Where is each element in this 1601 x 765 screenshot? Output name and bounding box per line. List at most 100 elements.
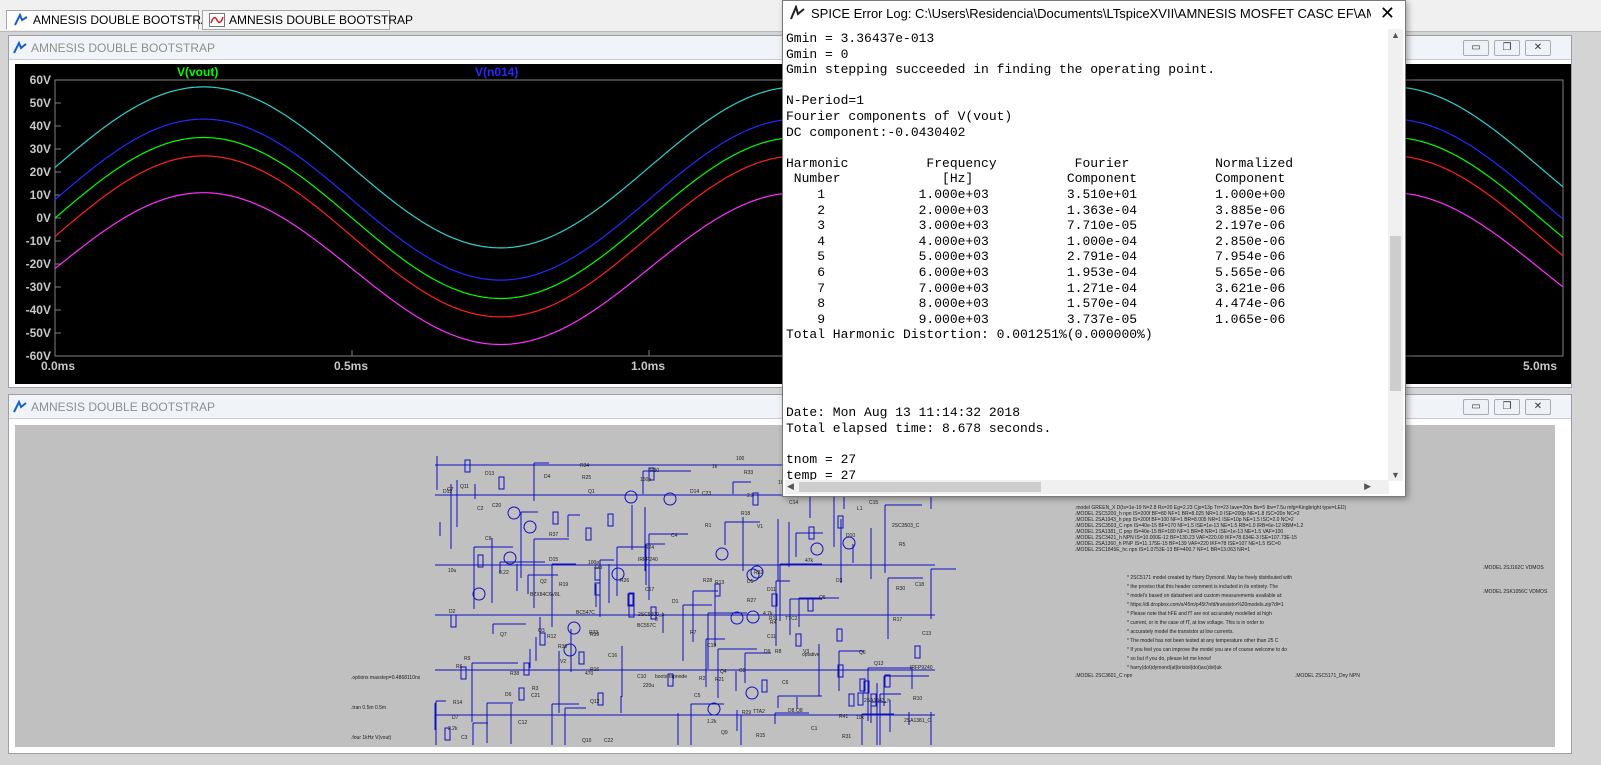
schematic-text[interactable]: D8 xyxy=(788,708,795,714)
schematic-text[interactable]: C15 xyxy=(869,500,879,506)
component-symbol[interactable] xyxy=(650,606,657,620)
transistor-symbol[interactable] xyxy=(842,536,856,550)
component-symbol[interactable] xyxy=(837,515,844,529)
schematic-text[interactable]: * so but if you do, please let me know! xyxy=(1127,656,1212,662)
schematic-text[interactable]: optative xyxy=(802,652,820,658)
schematic-text[interactable]: 100 xyxy=(736,456,745,462)
schematic-text[interactable]: * The model has not been tested at any t… xyxy=(1127,638,1279,644)
schematic-text[interactable]: C21 xyxy=(531,693,541,699)
component-symbol[interactable] xyxy=(870,693,877,707)
schematic-text[interactable]: R9 xyxy=(464,656,471,662)
schematic-text[interactable]: C11 xyxy=(767,634,776,640)
schematic-text[interactable]: R10 xyxy=(913,696,923,702)
schematic-text[interactable]: C14 xyxy=(789,500,799,506)
schematic-text[interactable]: IRFP9240 xyxy=(910,665,933,671)
schematic-text[interactable]: R3 xyxy=(532,686,539,692)
close-button[interactable]: ✕ xyxy=(1525,399,1551,415)
schematic-text[interactable]: C2 xyxy=(477,506,484,512)
component-symbol[interactable] xyxy=(859,678,866,692)
schematic-text[interactable]: R38 xyxy=(510,671,520,677)
schematic-text[interactable]: R1 xyxy=(705,523,712,529)
schematic-text[interactable]: TTC2 xyxy=(785,616,798,622)
component-symbol[interactable] xyxy=(836,628,843,642)
schematic-text[interactable]: 2SC3503_C xyxy=(892,523,920,529)
schematic-text[interactable]: R4 xyxy=(770,620,777,626)
transistor-symbol[interactable] xyxy=(503,551,517,565)
schematic-text[interactable]: Q10 xyxy=(582,738,592,744)
schematic-text[interactable]: 2.2 xyxy=(747,493,754,499)
transistor-symbol[interactable] xyxy=(707,702,721,716)
schematic-text[interactable]: R37 xyxy=(549,532,559,538)
schematic-text[interactable]: R39 xyxy=(590,632,600,638)
schematic-text[interactable]: D6 xyxy=(505,692,512,698)
component-symbol[interactable] xyxy=(914,645,921,659)
transistor-symbol[interactable] xyxy=(611,567,625,581)
schematic-text[interactable]: .MODEL 2SC1845E_hc npn IS=1.0753E-13 BF=… xyxy=(1075,547,1251,553)
schematic-text[interactable]: D4 xyxy=(544,474,551,480)
schematic-text[interactable]: R26 xyxy=(620,578,630,584)
schematic-text[interactable]: bootstrapnode xyxy=(655,674,687,680)
scroll-up-icon[interactable]: ▲ xyxy=(1391,30,1400,40)
component-symbol[interactable] xyxy=(597,692,604,706)
component-symbol[interactable] xyxy=(594,567,601,581)
schematic-text[interactable]: D9 xyxy=(764,649,771,655)
schematic-text[interactable]: Q13 xyxy=(874,661,884,667)
schematic-text[interactable]: Q3 xyxy=(538,628,545,634)
schematic-text[interactable]: Q11 xyxy=(460,484,470,490)
schematic-text[interactable]: V1 xyxy=(757,524,764,530)
schematic-text[interactable]: Q8 xyxy=(796,708,803,714)
schematic-text[interactable]: R20 xyxy=(650,468,660,474)
schematic-text[interactable]: C19 xyxy=(707,643,717,649)
schematic-text[interactable]: .MODEL 2SA1381_C pnp IS=40e-15 BF=180 NF… xyxy=(1075,529,1284,535)
schematic-text[interactable]: R2 xyxy=(699,676,706,682)
schematic-text[interactable]: .four 1kHz V(vout) xyxy=(351,735,392,741)
close-button[interactable]: ✕ xyxy=(1379,3,1395,23)
schematic-text[interactable]: .MODEL 2SK1056C VDMOS xyxy=(1483,589,1548,595)
scroll-left-icon[interactable]: ◀ xyxy=(787,481,794,491)
schematic-text[interactable]: 1.2k xyxy=(707,719,717,725)
schematic-text[interactable]: 2SC5200_h xyxy=(638,612,665,618)
schematic-text[interactable]: R11 xyxy=(769,616,778,622)
schematic-text[interactable]: * Please note that hFE and fT are not ac… xyxy=(1127,611,1272,617)
schematic-text[interactable]: .tran 0.5m 0.5m xyxy=(351,705,387,711)
schematic-text[interactable]: D14 xyxy=(690,489,700,495)
component-symbol[interactable] xyxy=(884,674,891,688)
schematic-text[interactable]: C6 xyxy=(782,680,789,686)
schematic-text[interactable]: C10 xyxy=(637,674,647,680)
schematic-text[interactable]: C5 xyxy=(694,693,701,699)
schematic-text[interactable]: C16 xyxy=(608,653,618,659)
schematic-text[interactable]: D13 xyxy=(485,471,495,477)
component-symbol[interactable] xyxy=(498,476,505,490)
schematic-text[interactable]: D1 xyxy=(672,599,679,605)
schematic-text[interactable]: Q1 xyxy=(588,489,595,495)
schematic-text[interactable]: Q9 xyxy=(721,730,728,736)
schematic-text[interactable]: .MODEL 2SC5171_Dny NPN xyxy=(1295,673,1360,679)
restore-button[interactable]: ❐ xyxy=(1494,399,1520,415)
schematic-text[interactable]: R33 xyxy=(744,470,754,476)
component-symbol[interactable] xyxy=(444,727,451,741)
schematic-text[interactable]: C9 xyxy=(485,536,492,542)
schematic-text[interactable]: R14 xyxy=(453,700,463,706)
schematic-text[interactable]: Q7 xyxy=(500,632,507,638)
schematic-text[interactable]: D11 xyxy=(767,587,776,593)
schematic-text[interactable]: R12 xyxy=(547,634,557,640)
schematic-text[interactable]: R5 xyxy=(899,542,906,548)
scroll-thumb[interactable] xyxy=(799,482,1041,492)
component-symbol[interactable] xyxy=(667,673,674,687)
schematic-text[interactable]: V3 xyxy=(803,649,810,655)
schematic-text[interactable]: 2.2k xyxy=(448,726,458,732)
component-symbol[interactable] xyxy=(450,614,457,628)
schematic-text[interactable]: C7 xyxy=(447,487,454,493)
transistor-symbol[interactable] xyxy=(523,520,537,534)
schematic-text[interactable]: 470 xyxy=(585,671,594,677)
transistor-symbol[interactable] xyxy=(750,565,764,579)
component-symbol[interactable] xyxy=(460,666,467,680)
schematic-text[interactable]: V2 xyxy=(560,659,567,665)
schematic-text[interactable]: R30 xyxy=(896,586,906,592)
component-symbol[interactable] xyxy=(795,633,802,647)
schematic-text[interactable]: R41 xyxy=(839,714,849,720)
schematic-text[interactable]: .model GREEN_X D(Is=1e-19 N=2.8 Rs=20 Eg… xyxy=(1075,505,1347,511)
schematic-text[interactable]: R32 xyxy=(754,570,764,576)
schematic-text[interactable]: * https://dl.dropbox.com/s/45m/p45t7nfd/… xyxy=(1127,602,1284,608)
